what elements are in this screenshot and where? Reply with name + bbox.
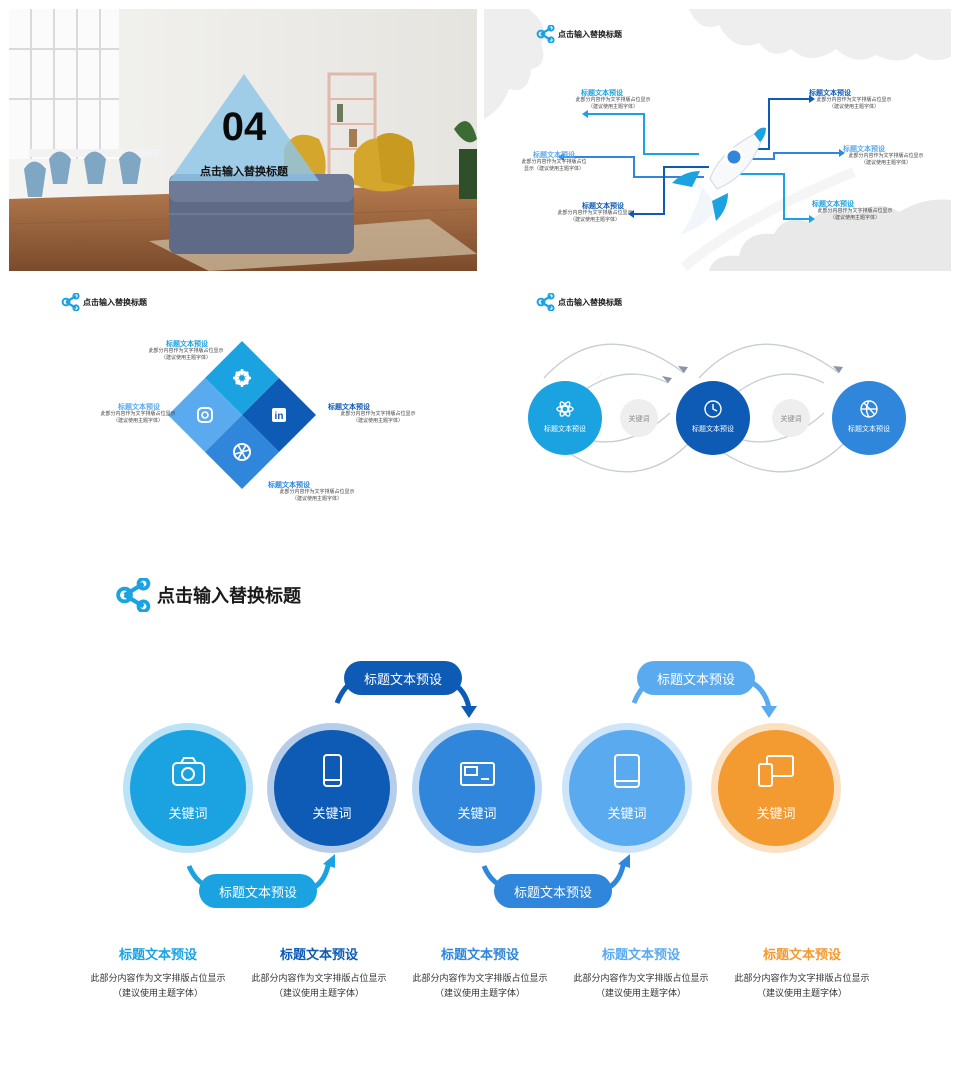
column-body: 此部分内容作为文字排版占位显示（建议使用主题字体）: [412, 974, 548, 999]
item-heading: 标题文本预设: [812, 200, 854, 208]
circle-keyword: 关键词: [756, 807, 796, 822]
camera-icon: [172, 757, 205, 786]
keyword-label: 关键词: [628, 415, 650, 423]
column-heading: 标题文本预设: [762, 948, 841, 963]
devices-icon: [758, 755, 794, 787]
item-heading: 标题文本预设: [843, 145, 885, 153]
column-body: 此部分内容作为文字排版占位显示（建议使用主题字体）: [734, 974, 870, 999]
slide-header: 点击输入替换标题: [115, 578, 301, 612]
section-title: 点击输入替换标题: [200, 165, 288, 178]
slide-cycle: 点击输入替换标题: [484, 278, 951, 540]
slide-section-cover: 04 点击输入替换标题: [9, 9, 477, 271]
diamond-grid: in: [168, 341, 316, 489]
item-heading: 标题文本预设: [118, 403, 160, 411]
slide-header: 点击输入替换标题: [536, 293, 622, 311]
item-heading: 标题文本预设: [166, 340, 208, 348]
item-heading: 标题文本预设: [809, 89, 851, 97]
step-pill: 标题文本预设: [363, 673, 442, 688]
step-pill: 标题文本预设: [513, 886, 592, 901]
column-body: 此部分内容作为文字排版占位显示（建议使用主题字体）: [251, 974, 387, 999]
column-body: 此部分内容作为文字排版占位显示（建议使用主题字体）: [90, 974, 226, 999]
slide-header: 点击输入替换标题: [536, 25, 622, 43]
circle-label: 标题文本预设: [692, 425, 734, 433]
slide-rocket: 点击输入替换标题 标题文本预设 此部分内容作为文字排版占位显: [484, 9, 951, 271]
page-title: 点击输入替换标题: [558, 297, 622, 307]
tablet-icon: [614, 754, 640, 788]
circle-label: 标题文本预设: [544, 425, 586, 433]
item-body: 此部分内容作为文字排版占位显示（建议使用主题字体）: [848, 153, 924, 166]
gear-icon: [233, 369, 251, 387]
column-heading: 标题文本预设: [118, 948, 197, 963]
column-heading: 标题文本预设: [440, 948, 519, 963]
ad-screen-icon: [460, 762, 495, 786]
instagram-icon: [197, 407, 213, 423]
clock-icon: [704, 400, 722, 418]
item-heading: 标题文本预设: [328, 403, 370, 411]
rocket-connectors: [558, 95, 845, 235]
column-heading: 标题文本预设: [601, 948, 680, 963]
svg-text:in: in: [275, 411, 284, 422]
linkedin-icon: in: [272, 408, 286, 422]
basketball-icon: [860, 400, 878, 418]
item-heading: 标题文本预设: [582, 202, 624, 210]
slide-header: 点击输入替换标题: [61, 293, 147, 311]
column-body: 此部分内容作为文字排版占位显示（建议使用主题字体）: [573, 974, 709, 999]
cloud-background: [484, 9, 951, 271]
page-title: 点击输入替换标题: [157, 586, 301, 607]
page-title: 点击输入替换标题: [558, 29, 622, 39]
rocket-icon: [672, 127, 766, 235]
item-body: 此部分内容作为文字排版占位显示（建议使用主题字体）: [100, 411, 176, 424]
item-heading: 标题文本预设: [533, 151, 575, 159]
cycle-arcs: [528, 343, 906, 473]
circle-keyword: 关键词: [168, 807, 208, 822]
slide-process: 点击输入替换标题: [9, 548, 951, 1078]
circle-label: 标题文本预设: [848, 425, 890, 433]
atom-icon: [556, 401, 574, 417]
triangle-overlay: [169, 74, 319, 181]
room-photo: [9, 9, 477, 271]
step-pill: 标题文本预设: [218, 886, 297, 901]
item-body: 此部分内容作为文字排版占位显示（建议使用主题字体）: [279, 489, 355, 502]
circle-keyword: 关键词: [607, 807, 647, 822]
item-heading: 标题文本预设: [268, 481, 310, 489]
share-icon: [61, 293, 80, 311]
item-heading: 标题文本预设: [581, 89, 623, 97]
item-body: 此部分内容作为文字排版占位显示（建议使用主题字体）: [816, 97, 892, 110]
share-icon: [536, 25, 555, 43]
step-pill: 标题文本预设: [656, 673, 735, 688]
share-icon: [536, 293, 555, 311]
page-title: 点击输入替换标题: [83, 297, 147, 307]
item-body: 此部分内容作为文字排版占位显示（建议使用主题字体）: [521, 159, 587, 172]
column-heading: 标题文本预设: [279, 948, 358, 963]
keyword-label: 关键词: [780, 415, 802, 423]
share-icon: [116, 578, 151, 612]
item-body: 此部分内容作为文字排版占位显示（建议使用主题字体）: [575, 97, 651, 110]
process-graphic: [123, 661, 841, 908]
slide-diamond: 点击输入替换标题 in 标题文本预设 此部分内容作为文字排版占位显示（建议使用主…: [9, 278, 477, 540]
item-body: 此部分内容作为文字排版占位显示（建议使用主题字体）: [340, 411, 416, 424]
smartphone-icon: [323, 754, 342, 787]
item-body: 此部分内容作为文字排版占位显示（建议使用主题字体）: [557, 210, 633, 223]
section-number: 04: [221, 105, 267, 149]
item-body: 此部分内容作为文字排版占位显示（建议使用主题字体）: [148, 348, 224, 361]
circle-keyword: 关键词: [457, 807, 497, 822]
item-body: 此部分内容作为文字排版占位显示（建议使用主题字体）: [817, 208, 893, 221]
circle-keyword: 关键词: [312, 807, 352, 822]
aperture-icon: [233, 443, 251, 461]
